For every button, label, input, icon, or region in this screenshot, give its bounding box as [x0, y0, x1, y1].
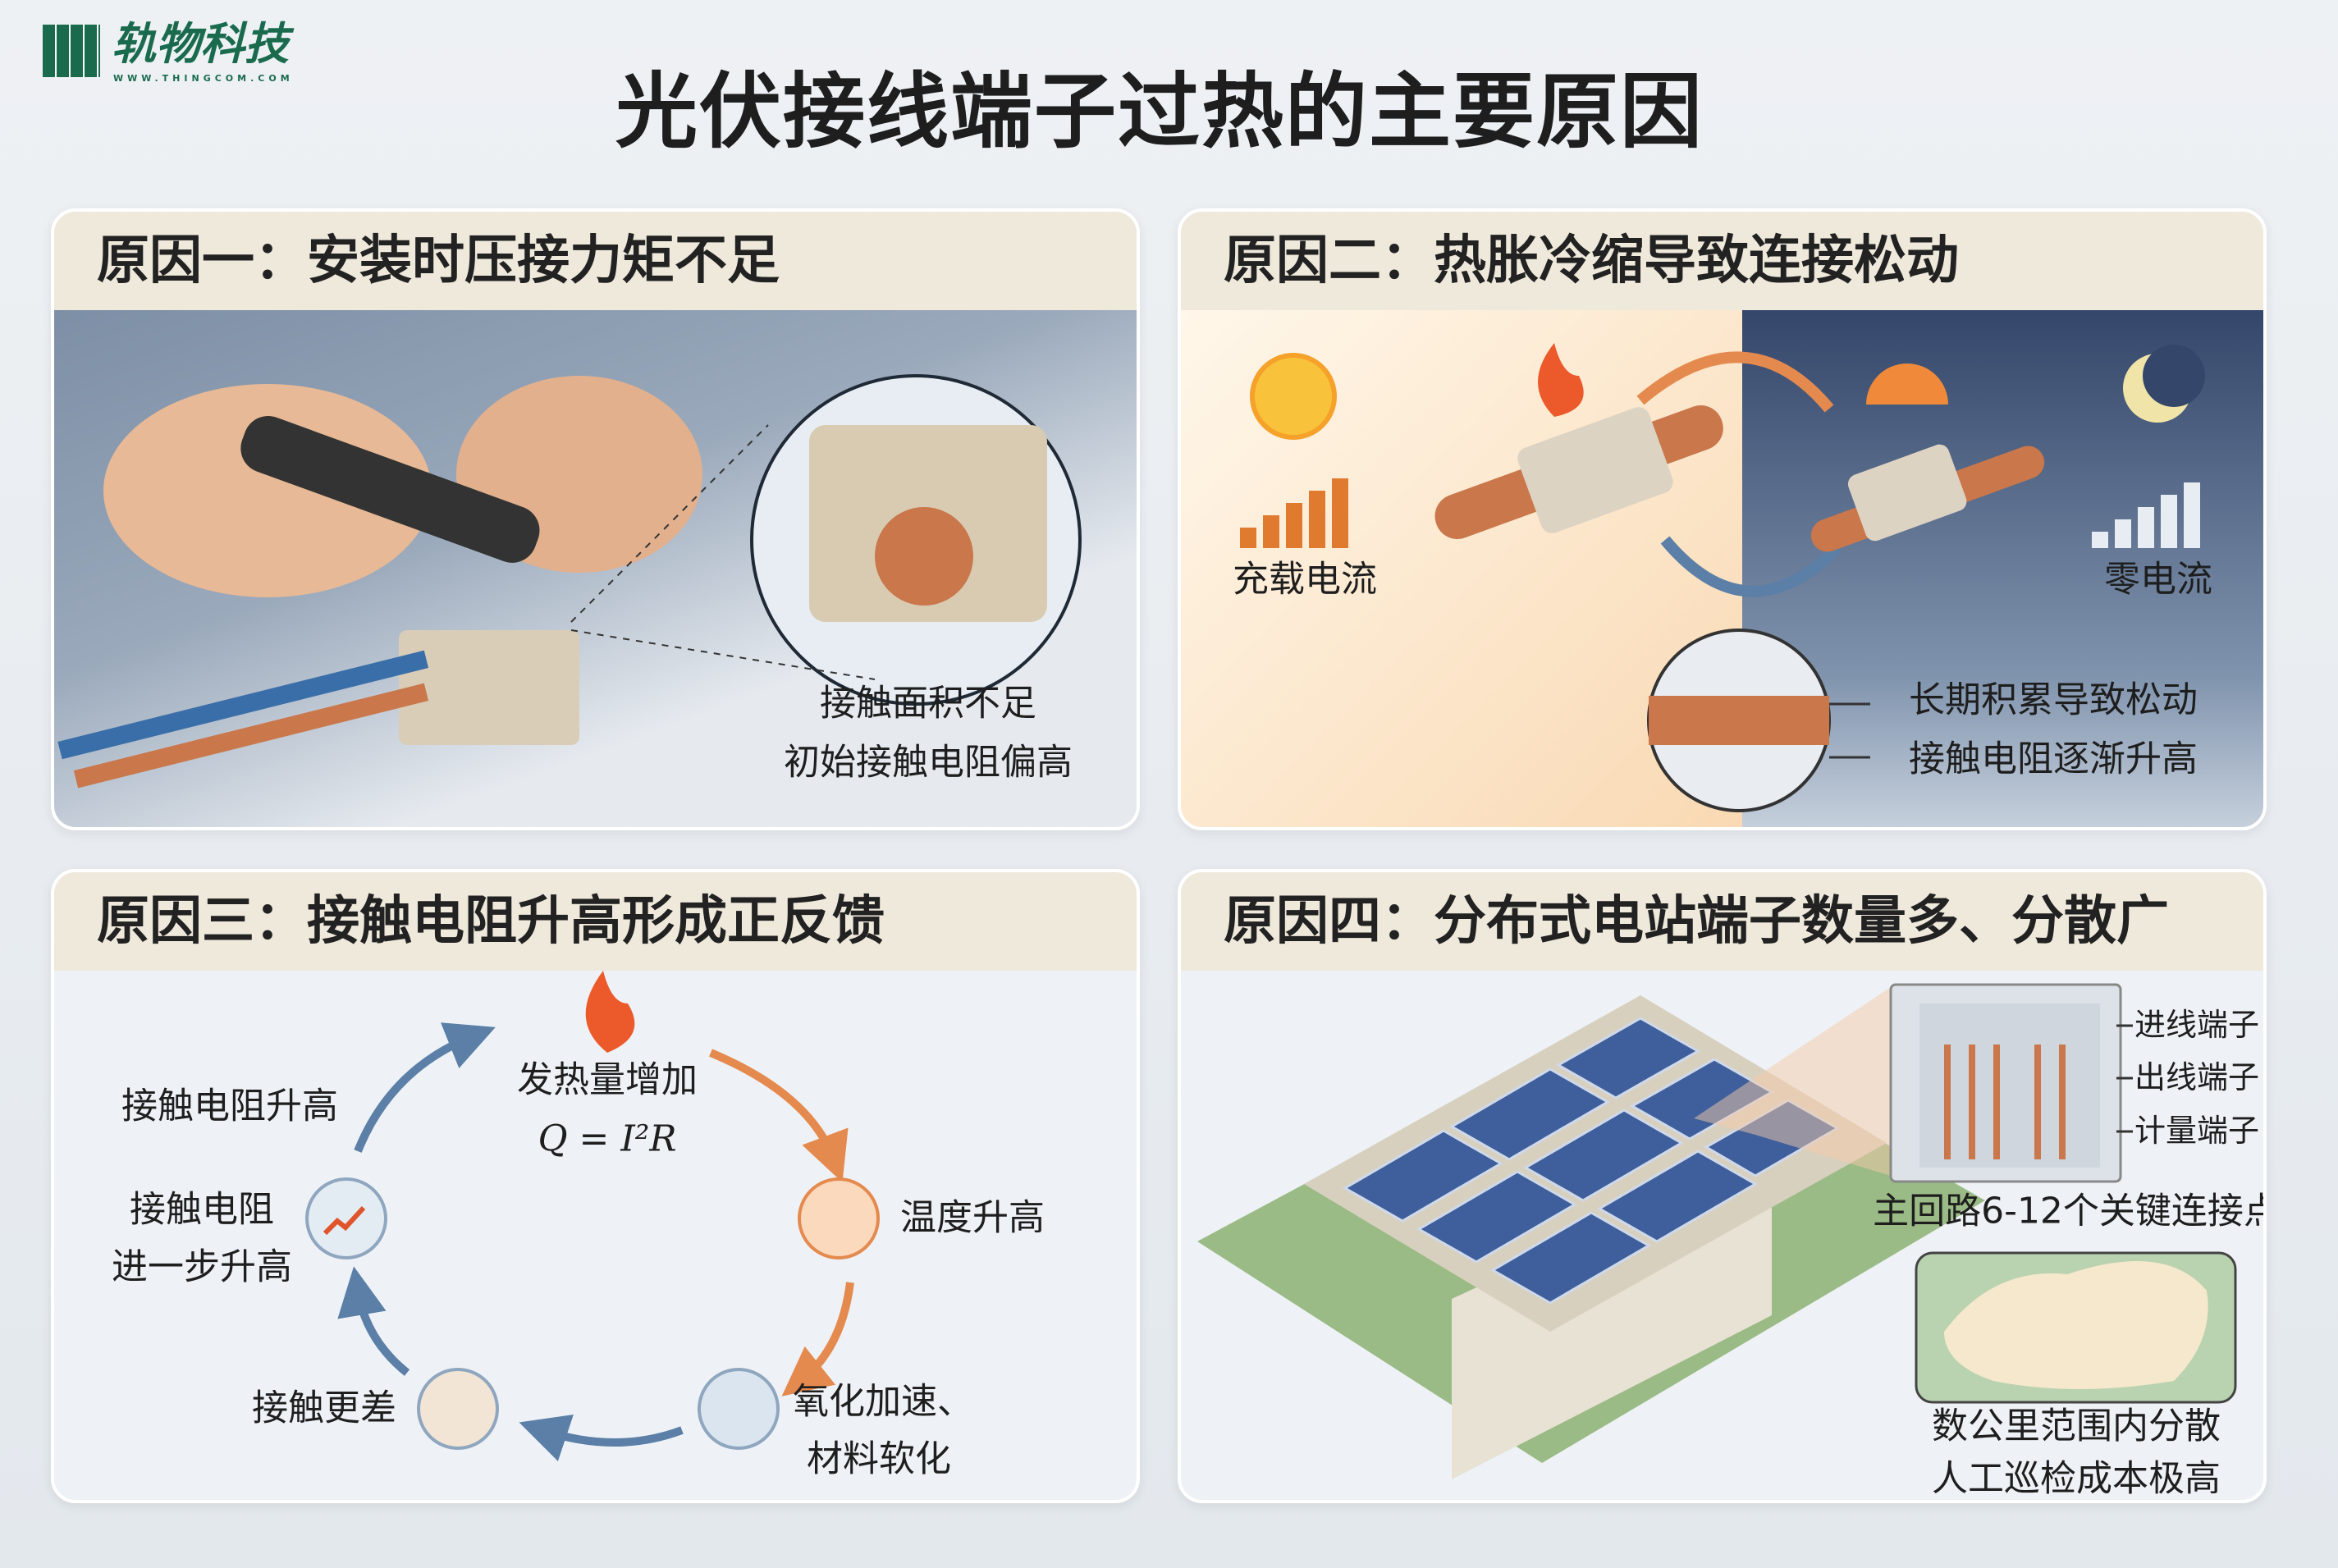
- resistance-rise-label: 接触电阻逐渐升高: [1909, 738, 2198, 780]
- resistance-rise-label: 接触电阻升高: [121, 1085, 338, 1127]
- panel-reason-4: 原因四：分布式电站端子数量多、分散广 进线端子 出线端子 计量端子 主回路6-1…: [1178, 869, 2267, 1503]
- distributed-station-svg: [1197, 983, 2237, 1479]
- zoom-callout: [1694, 987, 1891, 1176]
- temperature-rise-label: 温度升高: [900, 1196, 1045, 1239]
- terminal-block: [399, 630, 579, 745]
- arrow-oxid-to-worse: [519, 1415, 684, 1461]
- initial-resistance-label: 初始接触电阻偏高: [784, 741, 1073, 784]
- copper-strands: [875, 507, 973, 606]
- strand-cross-section: [1649, 696, 1829, 745]
- logo-url: WWW.THINGCOM.COM: [113, 73, 294, 84]
- sun-icon: [1250, 353, 1337, 440]
- dispersed-label: 数公里范围内分散: [1932, 1405, 2221, 1447]
- arrow-temp-to-oxid: [781, 1282, 854, 1397]
- contact-area-label: 接触面积不足: [820, 682, 1036, 725]
- connector-cold: [1847, 444, 1967, 542]
- softening-label: 材料软化: [807, 1438, 951, 1480]
- hand-left: [103, 384, 432, 597]
- rising-chart-icon: [305, 1177, 387, 1259]
- loosening-label: 长期积累导致松动: [1909, 679, 2198, 721]
- crimping-illustration: [54, 310, 1137, 827]
- meter-terminal-label: 计量端子: [2134, 1113, 2260, 1150]
- zero-current-label: 零电流: [2104, 558, 2212, 601]
- signal-bars-high-icon: [1240, 478, 1348, 548]
- logo-name: 轨物科技: [112, 18, 289, 70]
- arrow-rise-to-heat: [354, 1022, 496, 1153]
- joule-formula: Q = I²R: [538, 1118, 677, 1160]
- load-current-label: 充载电流: [1233, 558, 1377, 601]
- temperature-icon: [798, 1177, 880, 1259]
- connector-hot: [1517, 407, 1673, 533]
- incoming-terminal-label: 进线端子: [2134, 1007, 2260, 1044]
- logo-mark-icon: [43, 25, 100, 77]
- panel-title: 原因一：安装时压接力矩不足: [54, 212, 1137, 310]
- contact-worse-label: 接触更差: [252, 1387, 396, 1429]
- arrow-worse-to-rise: [337, 1266, 410, 1376]
- panel-reason-3: 原因三：接触电阻升高形成正反馈 发热量增加 Q = I²R 温度升高 氧化加速、…: [51, 869, 1140, 1503]
- contact-worse-icon: [417, 1368, 499, 1450]
- main-circuit-label: 主回路6-12个关键连接点: [1873, 1190, 2267, 1232]
- further-rise-label-2: 进一步升高: [112, 1246, 292, 1288]
- logo: 轨物科技 WWW.THINGCOM.COM: [43, 20, 305, 84]
- oxidation-icon: [698, 1368, 780, 1450]
- arrow-contract: [1660, 536, 1842, 597]
- panel-title: 原因二：热胀冷缩导致连接松动: [1181, 212, 2263, 310]
- feedback-cycle-svg: [305, 971, 880, 1461]
- further-rise-label-1: 接触电阻: [130, 1188, 274, 1231]
- arrow-expand: [1636, 351, 1834, 413]
- blue-wire: [57, 650, 429, 760]
- outgoing-terminal-label: 出线端子: [2134, 1059, 2260, 1096]
- heat-increase-label: 发热量增加: [517, 1058, 698, 1101]
- fire-icon: [585, 971, 635, 1053]
- fire-icon: [1538, 343, 1584, 417]
- panel-reason-2: 原因二：热胀冷缩导致连接松动 充载电流 零电流 长期积累导致松动 接触电阻逐渐升…: [1178, 208, 2267, 830]
- copper-wire: [73, 683, 429, 789]
- panel-reason-1: 原因一：安装时压接力矩不足 接触面积不足 初始接触电阻偏高: [51, 208, 1140, 830]
- crimp-tool: [240, 415, 540, 563]
- sunset-icon: [1866, 363, 1948, 405]
- inspection-cost-label: 人工巡检成本极高: [1932, 1457, 2221, 1500]
- thermal-svg: [1240, 343, 2205, 812]
- page-title: 光伏接线端子过热的主要原因: [615, 63, 1704, 160]
- panel-title: 原因三：接触电阻升高形成正反馈: [54, 872, 1137, 971]
- signal-bars-low-icon: [2092, 482, 2200, 548]
- oxidation-label: 氧化加速、: [793, 1380, 973, 1423]
- arrow-heat-to-temp: [709, 1049, 849, 1183]
- panel-title: 原因四：分布式电站端子数量多、分散广: [1181, 872, 2263, 971]
- crimping-svg: [57, 374, 1082, 789]
